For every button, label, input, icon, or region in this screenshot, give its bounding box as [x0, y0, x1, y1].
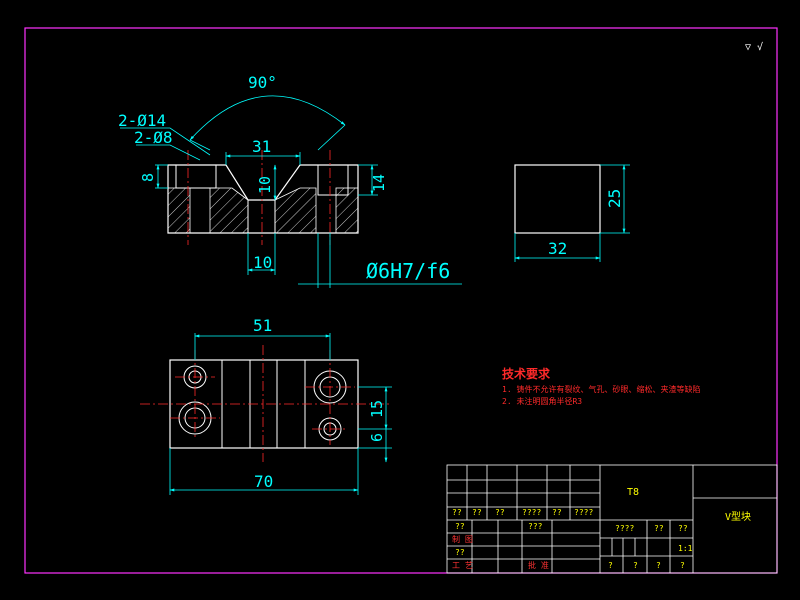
dim-v-depth: 10: [256, 176, 274, 194]
label-design: 制 图: [452, 534, 473, 544]
title-block: [446, 464, 778, 574]
tb-r1-4: ??: [552, 508, 562, 517]
dim-right-height: 14: [370, 174, 388, 192]
tb-r1-3: ????: [522, 508, 541, 517]
side-view: 25 32: [514, 164, 630, 262]
section-hatch-right-inner: [274, 187, 317, 234]
dim-side-width: 32: [548, 239, 567, 258]
tb-bottom-1: ?: [633, 561, 638, 570]
title-block-text: T8 V型块 1:1 ?? ?? ?? ???? ?? ???? ?? ??? …: [452, 487, 751, 570]
front-view-dimensions: [120, 95, 462, 288]
dim-fit: Ø6H7/f6: [366, 259, 450, 283]
plan-view: 51 70 15 6: [140, 316, 392, 495]
dim-bottom-width: 10: [253, 253, 272, 272]
front-view: [167, 150, 359, 245]
tb-r1-1: ??: [472, 508, 482, 517]
dim-angle: 90°: [248, 73, 277, 92]
counterbore-left: [175, 164, 217, 189]
dim-plan-6: 6: [368, 433, 386, 442]
tb-bottom-0: ?: [608, 561, 613, 570]
front-view-dim-text: 90° 2-Ø14 2-Ø8 31 10 8 14 10 Ø6H7/f6: [118, 73, 450, 283]
tb-bottom-3: ?: [680, 561, 685, 570]
tech-line-2: 2. 未注明圆角半径R3: [502, 396, 582, 406]
dim-hole-small: 2-Ø8: [134, 128, 173, 147]
hole-leader: [120, 127, 211, 156]
technical-requirements: 技术要求 1. 铸件不允许有裂纹、气孔、砂眼、缩松、夹渣等缺陷 2. 未注明圆角…: [502, 366, 700, 406]
surface-finish-mark: ▽ √: [745, 41, 763, 53]
dim-plan-width: 70: [254, 472, 273, 491]
angle-arc: [189, 95, 346, 141]
side-view-outline: [514, 164, 601, 234]
tb-r2-d: ??: [654, 524, 664, 533]
label-approve: 批 准: [528, 560, 549, 570]
tech-line-1: 1. 铸件不允许有裂纹、气孔、砂眼、缩松、夹渣等缺陷: [502, 384, 700, 394]
drawing-frame: [24, 27, 778, 574]
tech-title: 技术要求: [502, 366, 551, 381]
v-slot-relief: [247, 200, 276, 233]
section-hatch-left-inner: [209, 187, 249, 234]
label-craft: 工 艺: [452, 561, 473, 570]
section-hatch-left: [167, 187, 191, 234]
tb-r1-2: ??: [495, 508, 505, 517]
tb-r1-5: ????: [574, 508, 593, 517]
dim-left-height: 8: [139, 173, 157, 182]
part-name: V型块: [725, 510, 751, 523]
front-view-outline: [167, 164, 359, 234]
scale-value: 1:1: [678, 544, 693, 553]
tb-r2-a: ??: [455, 522, 465, 531]
dim-plan-spacing: 51: [253, 316, 272, 335]
material-label: T8: [627, 487, 639, 498]
tb-r2-b: ???: [528, 522, 543, 531]
dim-top-width: 31: [252, 137, 271, 156]
dim-hole-big: 2-Ø14: [118, 111, 166, 130]
section-hatch-right: [335, 187, 359, 234]
tb-r2-c: ????: [615, 524, 634, 533]
tb-r4-a: ??: [455, 548, 465, 557]
dim-side-height: 25: [605, 189, 624, 208]
tb-bottom-2: ?: [656, 561, 661, 570]
tb-r1-0: ??: [452, 508, 462, 517]
counterbore-right: [317, 164, 349, 196]
tb-r2-e: ??: [678, 524, 688, 533]
dim-plan-15: 15: [368, 400, 386, 418]
